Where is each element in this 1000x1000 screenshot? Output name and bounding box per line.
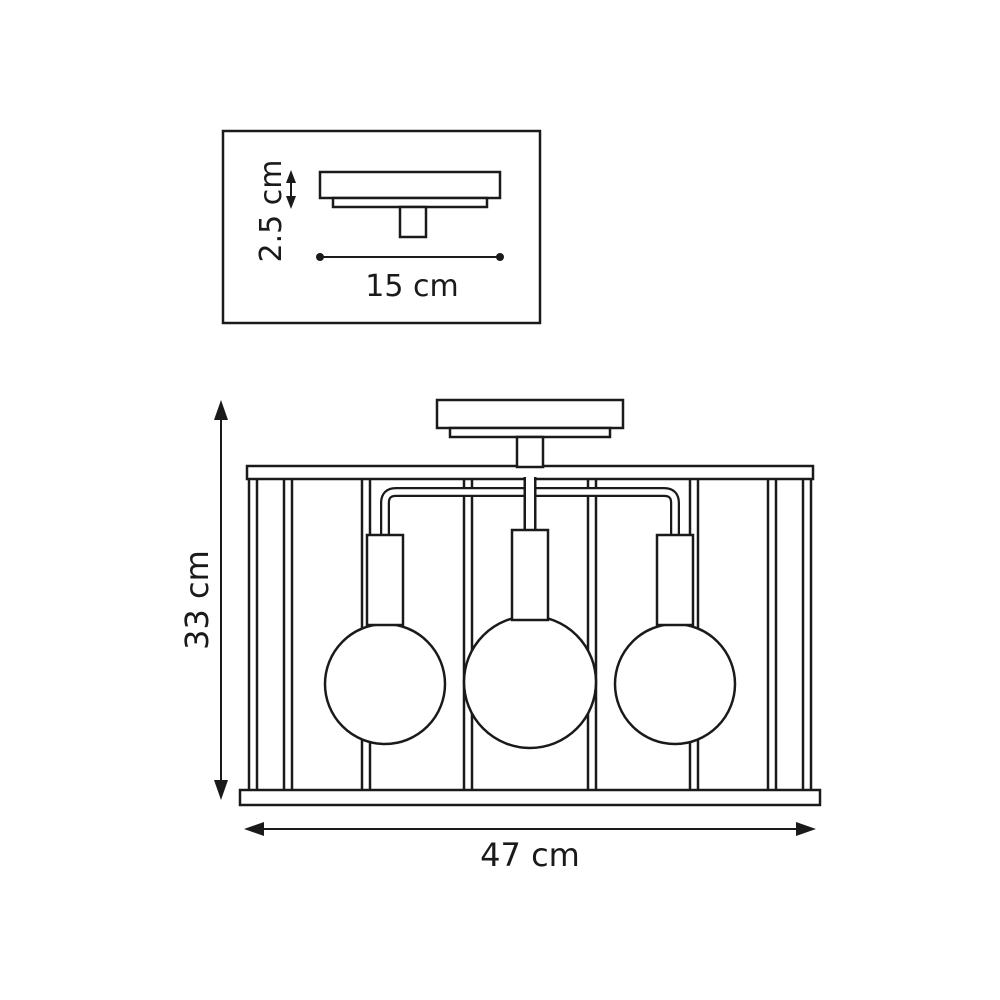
lamp-arms <box>380 477 680 552</box>
fixture-height-label: 33 cm <box>178 550 216 650</box>
dimension-fixture-width: 47 cm <box>244 822 816 874</box>
canopy-flange-side-view <box>331 196 489 209</box>
canopy-plate <box>435 398 625 430</box>
canopy-stem <box>515 435 545 469</box>
canopy-detail-inset: 2.5 cm 15 cm <box>221 129 542 325</box>
cage-vertical-bars <box>247 479 813 790</box>
arrow-left-icon <box>244 822 264 836</box>
dimension-canopy-width: 15 cm <box>316 253 504 304</box>
canopy-stem-side-view <box>398 205 428 239</box>
bulb-center <box>462 614 598 750</box>
bulb-sockets <box>365 528 695 627</box>
canopy-width-label: 15 cm <box>365 269 458 304</box>
canopy-plate-side-view <box>318 170 502 200</box>
left-arm-pipe <box>380 487 530 552</box>
socket-right <box>655 533 695 627</box>
arrow-up-icon <box>214 400 228 420</box>
bulb-right <box>613 622 737 746</box>
left-arm-pipe-inner <box>382 489 530 552</box>
dimension-end-dot <box>496 253 504 261</box>
dimension-end-dot <box>316 253 324 261</box>
socket-left <box>365 533 405 627</box>
socket-center <box>510 528 550 622</box>
inset-border <box>221 129 542 325</box>
dimension-fixture-height: 33 cm <box>178 400 228 800</box>
arrow-down-icon <box>286 196 296 209</box>
arrow-down-icon <box>214 780 228 800</box>
cage-bottom-rail <box>238 788 822 807</box>
arrow-right-icon <box>796 822 816 836</box>
lamp-front-view <box>238 398 822 807</box>
bulb-left <box>323 622 447 746</box>
fixture-width-label: 47 cm <box>480 836 580 874</box>
canopy-flange <box>448 426 612 439</box>
right-arm-pipe-inner <box>530 489 678 552</box>
right-arm-pipe <box>530 487 680 552</box>
arrow-up-icon <box>286 170 296 183</box>
canopy-height-label: 2.5 cm <box>254 160 289 263</box>
light-bulbs <box>323 614 737 750</box>
dimension-canopy-height: 2.5 cm <box>254 160 296 263</box>
